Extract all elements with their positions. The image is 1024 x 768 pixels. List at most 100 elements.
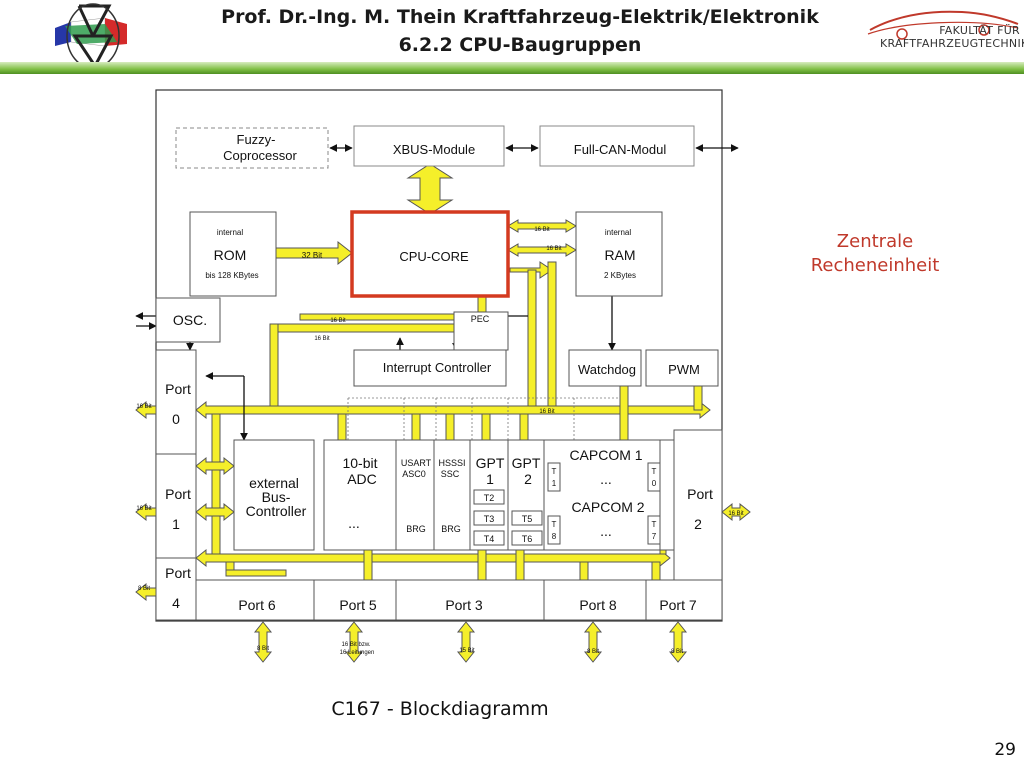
header-subtitle: 6.2.2 CPU-Baugruppen bbox=[398, 34, 642, 56]
cpu-core-box bbox=[350, 210, 510, 298]
port5-bits-label-2: 16 Leitungen bbox=[340, 650, 375, 656]
interrupt-controller-box bbox=[353, 349, 507, 387]
xbus-module-box bbox=[353, 125, 505, 167]
cpu-core-label: CPU-CORE bbox=[399, 249, 469, 264]
timer-t2-box bbox=[473, 489, 505, 505]
timer-t4-label: T4 bbox=[484, 534, 495, 544]
port0-bits-label: 16 Bit bbox=[136, 404, 152, 410]
port2-bits-label: 16 Bit bbox=[728, 511, 744, 517]
slide-header: Prof. Dr.-Ing. M. Thein Kraftfahrzeug-El… bbox=[0, 0, 1024, 69]
yellow-buses bbox=[195, 163, 711, 581]
capcom1-timer-left bbox=[547, 462, 561, 492]
timer-t3-box bbox=[473, 510, 505, 526]
timer-t2-label: T2 bbox=[484, 493, 495, 503]
watchdog-box bbox=[568, 349, 642, 387]
port2-label-2: 2 bbox=[694, 516, 702, 532]
cc1-t-left: T bbox=[552, 467, 557, 476]
mainbus-bits-label: 16 Bit bbox=[539, 409, 555, 415]
port2-box bbox=[673, 429, 723, 581]
rom-bus-label: 32 Bit bbox=[302, 251, 323, 260]
capcom1-label: CAPCOM 1 bbox=[569, 447, 642, 463]
rom-internal-label: internal bbox=[217, 228, 243, 237]
capcom2-label: CAPCOM 2 bbox=[571, 499, 644, 515]
port6-box bbox=[195, 579, 315, 621]
pwm-label: PWM bbox=[668, 362, 700, 377]
adc-label-2: ADC bbox=[347, 471, 377, 487]
fuzzy-coprocessor-box bbox=[175, 127, 329, 169]
port0-box bbox=[155, 349, 197, 455]
port6-bits-label: 8 Bit bbox=[257, 646, 269, 652]
cc2-t-right: T bbox=[652, 520, 657, 529]
gpt2-label-2: 2 bbox=[524, 471, 532, 487]
ram-size-label: 2 KBytes bbox=[604, 271, 636, 280]
side-label-line2: Recheneinheit bbox=[810, 255, 940, 276]
cc2-t-left: T bbox=[552, 520, 557, 529]
port7-label: Port 7 bbox=[659, 597, 697, 613]
full-can-label: Full-CAN-Modul bbox=[574, 142, 667, 157]
gpt1-label-2: 1 bbox=[486, 471, 494, 487]
adc-label-1: 10-bit bbox=[342, 455, 377, 471]
usart-label-2: ASC0 bbox=[402, 469, 426, 479]
rom-box bbox=[189, 211, 277, 297]
port6-label: Port 6 bbox=[238, 597, 276, 613]
port4-label-1: Port bbox=[165, 565, 191, 581]
port1-label-1: Port bbox=[165, 486, 191, 502]
port7-bits-label: 8 Bit bbox=[671, 649, 683, 655]
port4-box bbox=[155, 557, 197, 621]
faculty-car-logo bbox=[867, 10, 1019, 40]
capcom2-timer-right bbox=[647, 515, 661, 545]
faculty-name-line2: KRAFTFAHRZEUGTECHNIK bbox=[880, 37, 1024, 50]
osc-box bbox=[155, 297, 221, 343]
usart-label-1: USART bbox=[401, 458, 432, 468]
dotted-interrupt-lines bbox=[347, 397, 620, 440]
port4-bits-label: 8 Bit bbox=[138, 586, 150, 592]
header-title: Prof. Dr.-Ing. M. Thein Kraftfahrzeug-El… bbox=[221, 6, 819, 28]
header-divider bbox=[0, 62, 1024, 74]
ebc-label-2: Bus- bbox=[262, 489, 291, 505]
timer-t5-label: T5 bbox=[522, 514, 533, 524]
port3-bits-label: 15 Bit bbox=[459, 648, 475, 654]
cc1-t-right: T bbox=[652, 467, 657, 476]
ebc-label-1: external bbox=[249, 475, 299, 491]
port5-box bbox=[313, 579, 397, 621]
fuzzy-label-2: Coprocessor bbox=[223, 148, 297, 163]
port1-bits-label: 16 Bit bbox=[136, 506, 152, 512]
osc-label: OSC. bbox=[173, 312, 207, 328]
hsssi-brg-label: BRG bbox=[441, 524, 461, 534]
port5-bits-label-1: 16 Bit bzw. bbox=[341, 642, 370, 648]
port3-label: Port 3 bbox=[445, 597, 483, 613]
gpt2-label-1: GPT bbox=[512, 455, 541, 471]
port1-box bbox=[155, 453, 197, 559]
port2-label-1: Port bbox=[687, 486, 713, 502]
port4-label-2: 4 bbox=[172, 595, 180, 611]
cc2-t-right-n: 7 bbox=[652, 532, 657, 541]
port8-box bbox=[543, 579, 647, 621]
interrupt-controller-label: Interrupt Controller bbox=[383, 360, 492, 375]
external-bus-controller-box bbox=[233, 439, 315, 551]
capcom1-dots: ... bbox=[600, 471, 612, 487]
ram-internal-label: internal bbox=[605, 228, 631, 237]
cc2-t-left-n: 8 bbox=[552, 532, 557, 541]
ram-label: RAM bbox=[604, 247, 635, 263]
port7-box bbox=[645, 579, 723, 621]
usart-brg-label: BRG bbox=[406, 524, 426, 534]
page-number: 29 bbox=[994, 740, 1016, 760]
rom-size-label: bis 128 KBytes bbox=[205, 271, 258, 280]
ram-bus1-label: 16 Bit bbox=[534, 227, 550, 233]
adc-dots: ... bbox=[348, 515, 360, 531]
cc1-t-left-n: 1 bbox=[552, 479, 557, 488]
fuzzy-label-1: Fuzzy- bbox=[237, 132, 276, 147]
rom-label: ROM bbox=[214, 247, 247, 263]
hsssi-label-2: SSC bbox=[441, 469, 460, 479]
timer-t6-label: T6 bbox=[522, 534, 533, 544]
side-label-line1: Zentrale bbox=[836, 231, 914, 252]
faculty-name-line1: FAKULTÄT FÜR bbox=[939, 24, 1020, 37]
port8-bits-label: 8 Bit bbox=[587, 649, 599, 655]
pwm-box bbox=[645, 349, 719, 387]
timer-t5-box bbox=[511, 510, 543, 526]
pec-label: PEC bbox=[471, 314, 490, 324]
bus16-a-label: 16 Bit bbox=[330, 318, 346, 324]
port5-label: Port 5 bbox=[339, 597, 377, 613]
cc1-t-right-n: 0 bbox=[652, 479, 657, 488]
